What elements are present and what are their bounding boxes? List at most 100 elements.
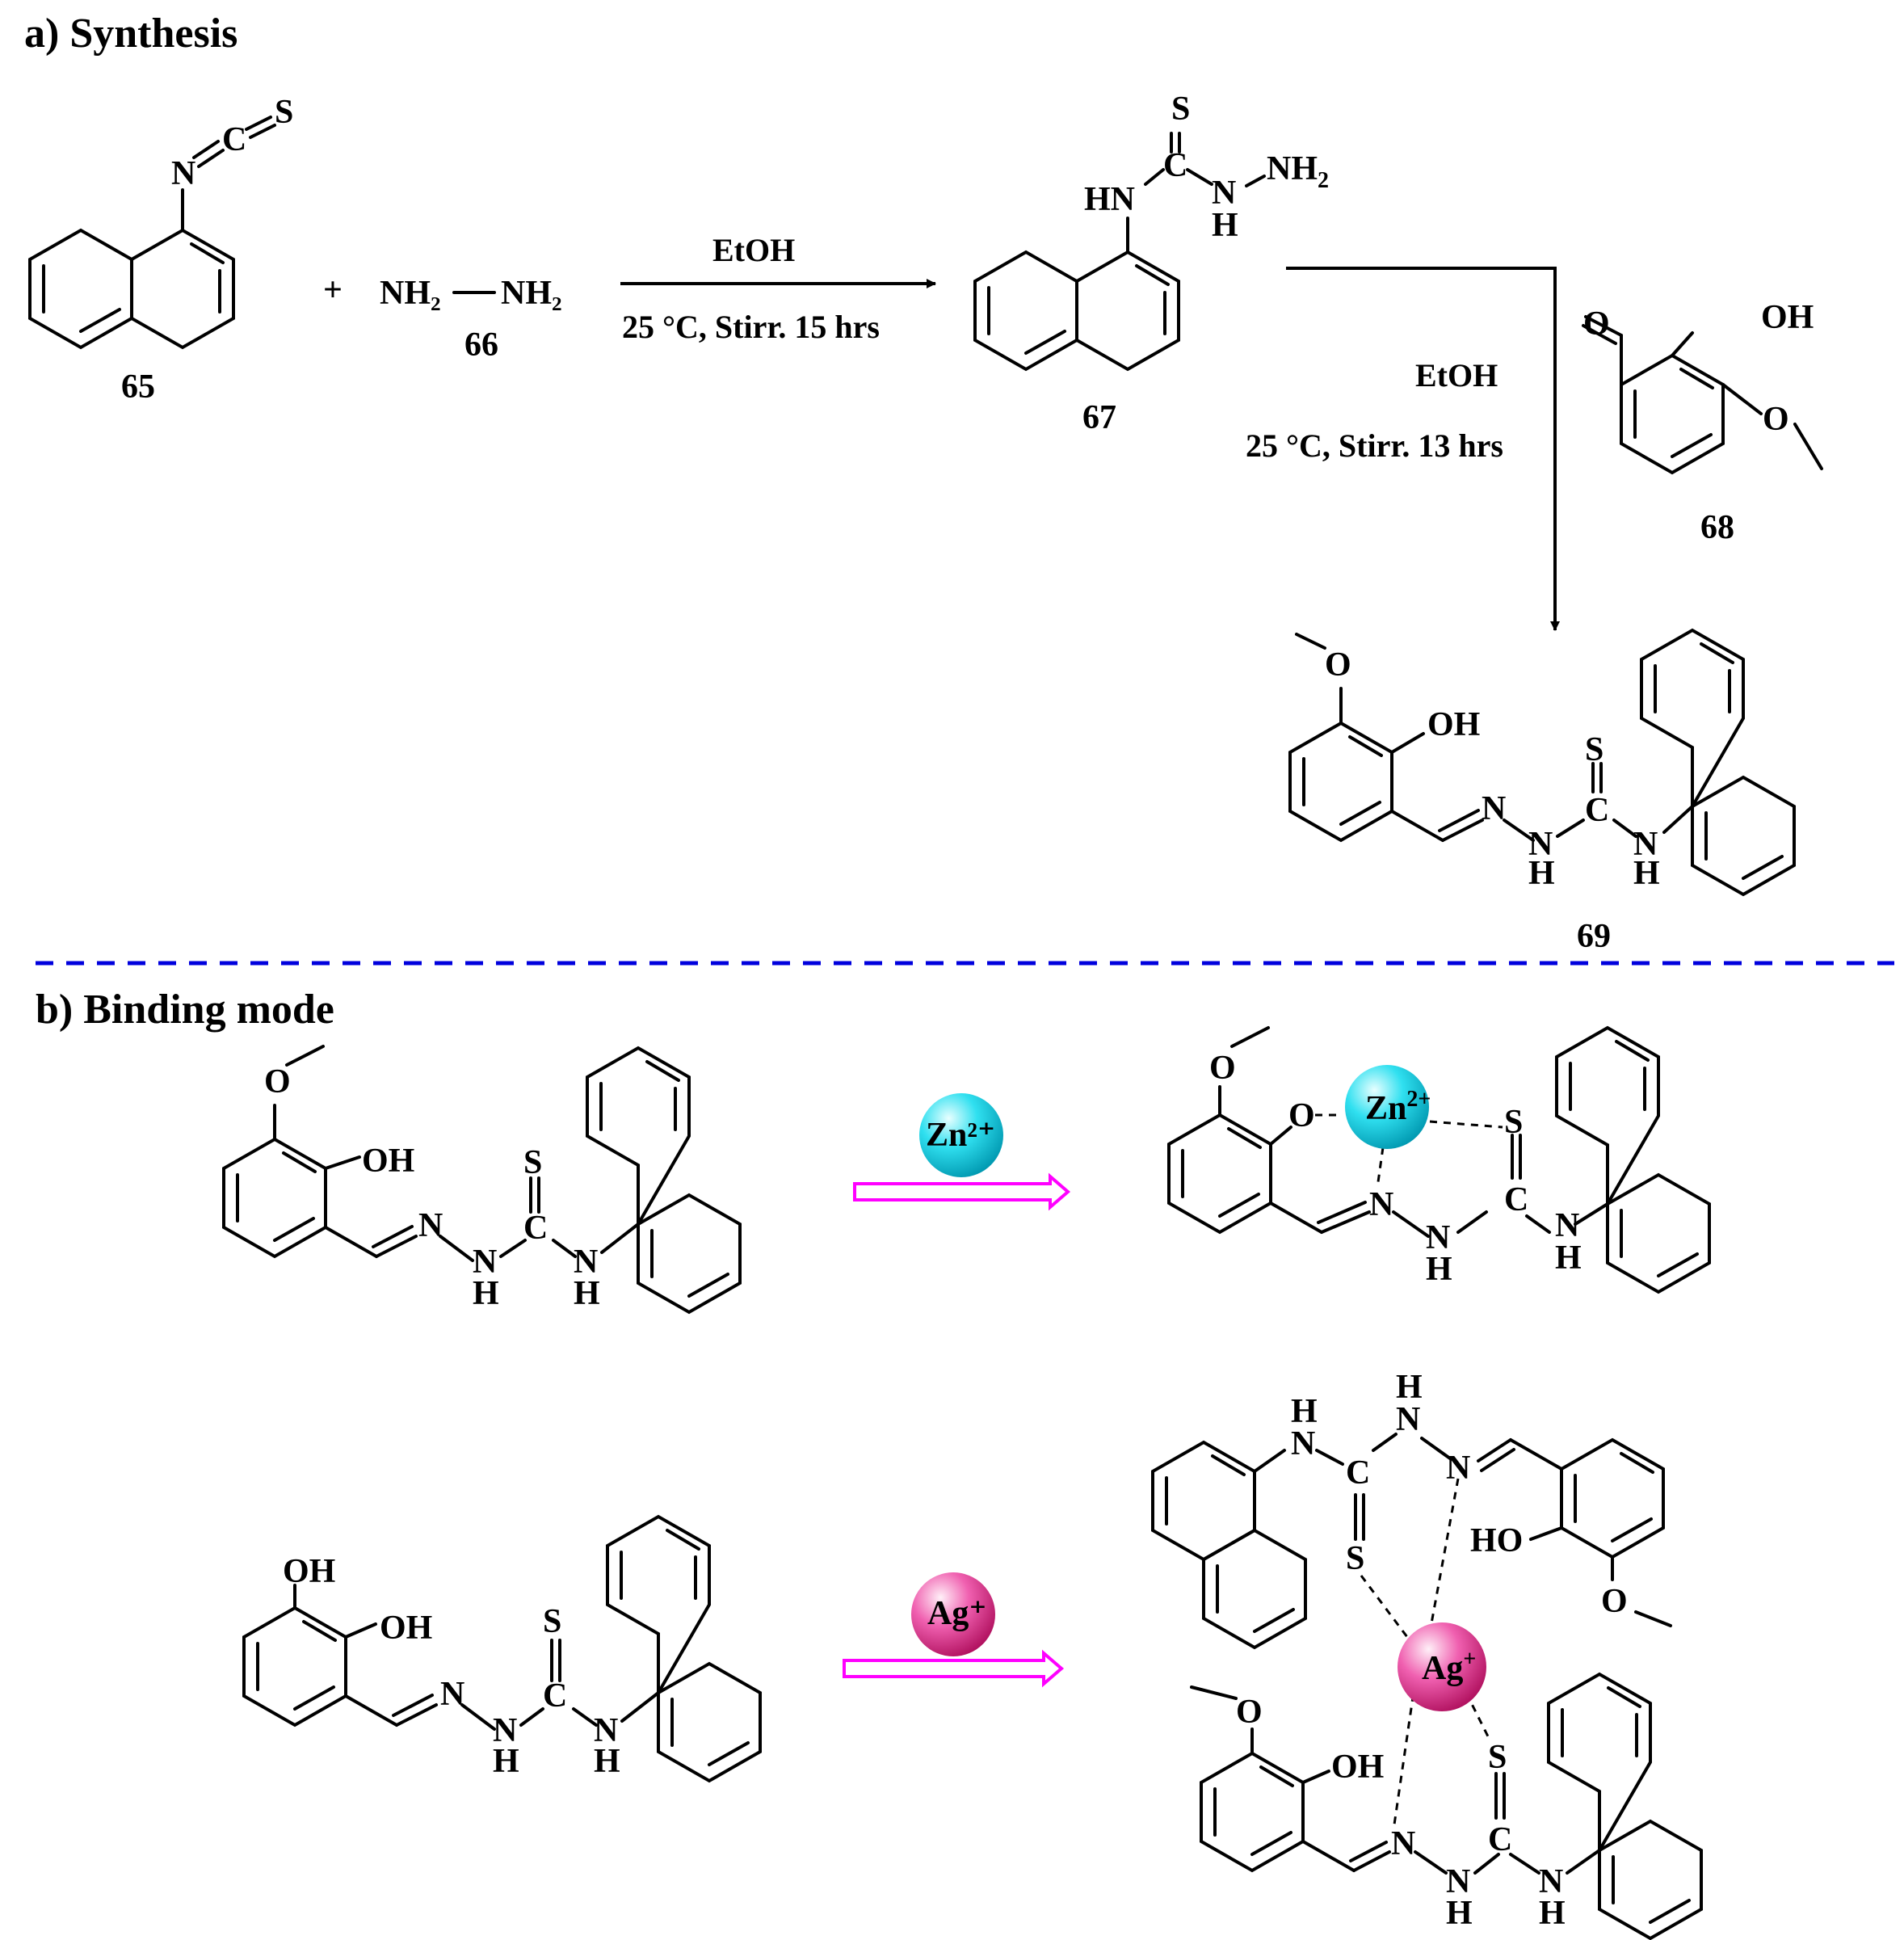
svg-text:S: S xyxy=(1171,90,1190,128)
step2-conditions: 25 °C, Stirr. 13 hrs xyxy=(1246,427,1503,464)
svg-text:N: N xyxy=(171,155,195,192)
silver-ion-complexed xyxy=(1398,1622,1486,1711)
svg-text:Zn2+: Zn2+ xyxy=(1365,1087,1431,1127)
svg-text:O: O xyxy=(1325,646,1351,684)
svg-text:N: N xyxy=(1426,1219,1450,1256)
svg-text:H: H xyxy=(493,1743,519,1780)
svg-text:OH: OH xyxy=(1761,299,1814,336)
svg-text:Ag+: Ag+ xyxy=(1422,1647,1476,1687)
svg-text:H: H xyxy=(1426,1251,1452,1288)
svg-text:O: O xyxy=(264,1063,291,1100)
zinc-ion-ball xyxy=(919,1093,1003,1177)
step1-reagent: EtOH xyxy=(712,232,795,268)
ligand-diol-structure xyxy=(242,1514,762,1783)
svg-text:N: N xyxy=(594,1712,618,1749)
svg-text:O: O xyxy=(1209,1050,1236,1087)
svg-text:NH2: NH2 xyxy=(1267,150,1329,193)
svg-text:HO: HO xyxy=(1470,1522,1523,1559)
svg-text:N: N xyxy=(574,1244,598,1281)
section-title-binding: b) Binding mode xyxy=(36,987,334,1033)
svg-text:N: N xyxy=(473,1244,497,1281)
svg-text:C: C xyxy=(523,1210,548,1247)
svg-text:OH: OH xyxy=(362,1143,414,1180)
svg-text:N: N xyxy=(1446,1450,1470,1487)
svg-text:H: H xyxy=(1212,207,1238,244)
svg-text:C: C xyxy=(1346,1454,1370,1492)
svg-text:OH: OH xyxy=(1427,706,1480,743)
svg-text:H: H xyxy=(473,1275,499,1312)
svg-text:H: H xyxy=(574,1275,600,1312)
svg-text:O: O xyxy=(1601,1583,1628,1620)
svg-text:C: C xyxy=(1504,1181,1528,1218)
svg-text:S: S xyxy=(523,1144,542,1181)
svg-text:C: C xyxy=(222,121,246,158)
svg-text:OH: OH xyxy=(380,1610,432,1647)
compound-65-structure xyxy=(28,116,276,350)
svg-text:H: H xyxy=(1539,1895,1566,1932)
plus-sign: + xyxy=(323,271,343,309)
svg-text:C: C xyxy=(1488,1821,1512,1858)
svg-text:N: N xyxy=(1212,175,1236,212)
svg-text:OH: OH xyxy=(283,1553,335,1590)
svg-text:N: N xyxy=(493,1712,517,1749)
svg-text:N: N xyxy=(1528,826,1553,863)
silver-complex-structure xyxy=(1151,1433,1703,1940)
hydrazine-nh2-left: NH₂ xyxy=(380,275,441,312)
svg-text:S: S xyxy=(275,94,293,131)
zinc-binding-arrow: Zn²⁺ xyxy=(853,1093,1071,1211)
svg-text:S: S xyxy=(1504,1104,1523,1141)
zinc-ion-label: Zn²⁺ xyxy=(926,1117,995,1154)
reaction-arrow-2 xyxy=(1286,267,1560,631)
silver-binding-arrow: Ag⁺ xyxy=(843,1572,1065,1688)
svg-text:N: N xyxy=(1482,790,1506,827)
compound-69-label: 69 xyxy=(1577,918,1611,955)
step2-reagent: EtOH xyxy=(1415,357,1498,393)
svg-text:N: N xyxy=(1555,1207,1579,1244)
silver-ion-label: Ag⁺ xyxy=(927,1595,987,1632)
compound-66-label: 66 xyxy=(464,326,498,364)
silver-ion-ball xyxy=(911,1572,995,1656)
compound-68-structure xyxy=(1582,315,1823,475)
svg-text:S: S xyxy=(1585,731,1603,768)
svg-text:H: H xyxy=(1528,855,1555,892)
svg-text:N: N xyxy=(1396,1401,1420,1438)
section-title-synthesis: a) Synthesis xyxy=(24,11,237,57)
zinc-complex-structure xyxy=(1167,1025,1711,1294)
step1-conditions: 25 °C, Stirr. 15 hrs xyxy=(622,309,880,345)
svg-text:S: S xyxy=(1488,1739,1507,1776)
svg-text:H: H xyxy=(1396,1369,1423,1406)
svg-text:C: C xyxy=(543,1677,567,1715)
compound-65-label: 65 xyxy=(121,368,155,406)
svg-text:N: N xyxy=(1291,1425,1315,1462)
hydrazine-nh2-right: NH₂ xyxy=(501,275,562,312)
zinc-ion-complexed xyxy=(1345,1065,1429,1149)
svg-text:O: O xyxy=(1236,1694,1263,1731)
svg-text:O: O xyxy=(1583,305,1610,343)
svg-text:H: H xyxy=(594,1743,620,1780)
svg-text:H: H xyxy=(1446,1895,1473,1932)
compound-68-label: 68 xyxy=(1700,509,1734,546)
ligand-methoxy-structure xyxy=(222,1045,742,1315)
svg-text:OH: OH xyxy=(1331,1749,1384,1786)
svg-text:N: N xyxy=(418,1207,443,1244)
svg-text:N: N xyxy=(1369,1186,1393,1223)
svg-text:N: N xyxy=(1633,826,1658,863)
svg-text:C: C xyxy=(1163,147,1187,184)
svg-text:N: N xyxy=(1539,1863,1563,1900)
svg-text:S: S xyxy=(543,1603,561,1640)
svg-text:O: O xyxy=(1288,1097,1315,1134)
svg-text:C: C xyxy=(1585,792,1609,829)
svg-text:H: H xyxy=(1633,855,1660,892)
svg-text:N: N xyxy=(1391,1825,1415,1862)
svg-text:N: N xyxy=(1446,1863,1470,1900)
svg-text:O: O xyxy=(1763,401,1789,438)
compound-67-label: 67 xyxy=(1082,399,1116,436)
compound-69-structure xyxy=(1288,628,1796,897)
svg-text:S: S xyxy=(1346,1540,1364,1577)
compound-67-structure xyxy=(973,132,1266,372)
svg-text:H: H xyxy=(1555,1239,1582,1277)
svg-text:N: N xyxy=(440,1676,464,1713)
svg-text:HN: HN xyxy=(1084,181,1135,218)
svg-text:H: H xyxy=(1291,1393,1318,1430)
